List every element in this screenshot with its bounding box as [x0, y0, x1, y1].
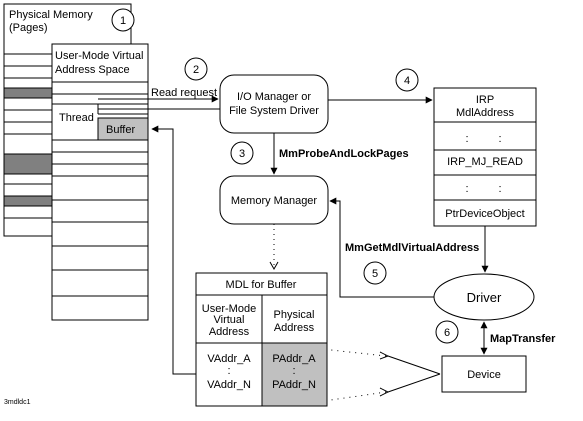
locked-page — [3, 87, 53, 99]
irp-ellipsis: : — [465, 183, 468, 195]
step-5: 5 — [363, 261, 387, 285]
physical-memory-label-1: Physical Memory — [9, 9, 93, 21]
map-transfer-label: MapTransfer — [490, 333, 556, 345]
irp-title-2: MdlAddress — [456, 107, 515, 119]
figure-id: 3mdldc1 — [4, 399, 31, 406]
mdl-vaddr-a: VAddr_A — [207, 353, 251, 365]
io-manager: I/O Manager or File System Driver — [219, 74, 329, 134]
device-link — [387, 355, 441, 375]
irp-frame — [433, 87, 537, 227]
step-2-label: 2 — [193, 64, 199, 76]
get-mdl-va-arrow — [329, 197, 434, 298]
mdl-left-header-3: Address — [209, 326, 250, 338]
mdl-colon: : — [227, 365, 230, 377]
device-link — [387, 373, 441, 393]
vas-label-1: User-Mode Virtual — [55, 50, 143, 62]
device-to-paddr-n-dotted — [330, 391, 387, 401]
irp-ellipsis: : — [465, 133, 468, 145]
step-4: 4 — [395, 68, 419, 92]
irp-ellipsis: : — [498, 183, 501, 195]
step-6: 6 — [435, 320, 459, 344]
step-1: 1 — [111, 8, 135, 32]
vas-label-2: Address Space — [55, 64, 130, 76]
device-box — [441, 355, 527, 393]
step-2: 2 — [184, 57, 208, 81]
mdl-box: MDL for Buffer User-Mode Virtual Address… — [195, 272, 328, 407]
irp-ptr-device-object: PtrDeviceObject — [445, 208, 524, 220]
step-1-label: 1 — [120, 15, 126, 27]
device-label: Device — [467, 369, 501, 381]
thread-label: Thread — [59, 112, 94, 124]
vas-frame — [51, 43, 149, 321]
mdl-left-header-2: Virtual — [214, 314, 245, 326]
locked-page — [3, 153, 53, 175]
mdl-right-header-1: Physical — [274, 309, 315, 321]
step-5-label: 5 — [372, 268, 378, 280]
mdl-to-buffer-arrow — [151, 125, 196, 375]
physical-memory-label-2: (Pages) — [9, 22, 48, 34]
irp-title-1: IRP — [476, 94, 494, 106]
dotted-arrowhead — [379, 351, 390, 360]
mdl-right-header-2: Address — [274, 322, 315, 334]
step-4-label: 4 — [404, 75, 410, 87]
step-3-label: 3 — [239, 148, 245, 160]
read-request-label: Read request — [151, 87, 217, 99]
user-mode-vas: User-Mode Virtual Address Space Thread B… — [51, 43, 149, 321]
driver-label: Driver — [467, 290, 502, 305]
mdl-paddr-a: PAddr_A — [272, 353, 316, 365]
irp-ellipsis: : — [498, 133, 501, 145]
dotted-arrowhead — [379, 387, 390, 397]
device: Device — [441, 355, 527, 393]
memory-manager: Memory Manager — [219, 175, 329, 225]
io-manager-box — [219, 74, 329, 134]
io-manager-label-1: I/O Manager or — [237, 91, 311, 103]
memory-manager-label: Memory Manager — [231, 195, 318, 207]
mm-get-mdl-va-label: MmGetMdlVirtualAddress — [345, 242, 479, 254]
irp-box: IRP MdlAddress : : IRP_MJ_READ : : PtrDe… — [433, 87, 537, 227]
io-manager-label-2: File System Driver — [229, 105, 319, 117]
step-6-label: 6 — [444, 327, 450, 339]
mdl-title: MDL for Buffer — [226, 279, 297, 291]
mdl-physical-cells — [261, 342, 328, 407]
step-3: 3 — [230, 141, 254, 165]
locked-page — [3, 195, 53, 207]
mdl-colon: : — [292, 365, 295, 377]
buffer-label: Buffer — [106, 124, 135, 136]
mdl-paddr-n: PAddr_N — [272, 379, 316, 391]
mdl-left-header-1: User-Mode — [202, 303, 256, 315]
driver-ellipse — [433, 273, 535, 321]
device-to-paddr-a-dotted — [330, 349, 387, 357]
mdl-vaddr-n: VAddr_N — [207, 379, 251, 391]
irp-mj-read: IRP_MJ_READ — [447, 156, 523, 168]
mm-probe-lock-label: MmProbeAndLockPages — [279, 148, 409, 160]
mm-to-mdl-arrowhead — [269, 261, 279, 271]
driver: Driver — [433, 273, 535, 321]
